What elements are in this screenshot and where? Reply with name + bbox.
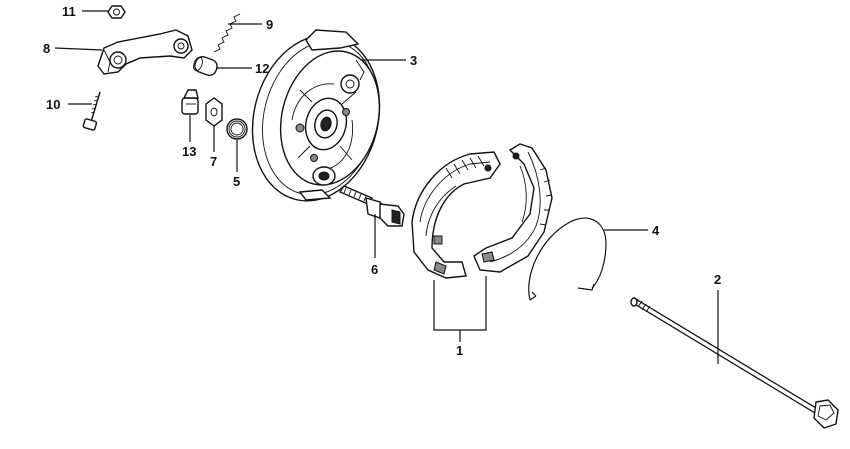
part-10-bolt <box>82 91 101 131</box>
part-13-nut <box>181 89 199 115</box>
callout-11: 11 <box>62 4 76 19</box>
callout-8: 8 <box>43 41 50 56</box>
part-1-brake-shoe-right <box>473 143 553 273</box>
part-2-axle-bolt <box>630 297 839 429</box>
part-4-spring-clip <box>528 217 607 301</box>
callout-10: 10 <box>46 97 60 112</box>
part-11-nut <box>107 5 126 19</box>
callout-6: 6 <box>371 262 378 277</box>
callout-1: 1 <box>456 343 463 358</box>
callout-2: 2 <box>714 272 721 287</box>
part-5-seal <box>226 118 248 140</box>
callout-4: 4 <box>652 223 660 238</box>
leader-lines <box>54 10 719 364</box>
part-9-spring <box>213 13 241 53</box>
callout-3: 3 <box>410 53 417 68</box>
callout-7: 7 <box>210 154 217 169</box>
callout-13: 13 <box>182 144 196 159</box>
part-3-brake-panel <box>251 29 381 202</box>
callout-5: 5 <box>233 174 240 189</box>
part-6-brake-cam <box>338 185 405 227</box>
callout-12: 12 <box>255 61 269 76</box>
part-1-brake-shoe-left <box>411 151 501 279</box>
part-12-pin <box>193 55 218 77</box>
part-8-brake-arm <box>97 29 193 75</box>
callout-9: 9 <box>266 17 273 32</box>
callout-labels: 11 8 10 9 12 3 13 7 5 6 4 2 1 <box>43 4 721 358</box>
part-7-washer <box>205 97 223 127</box>
